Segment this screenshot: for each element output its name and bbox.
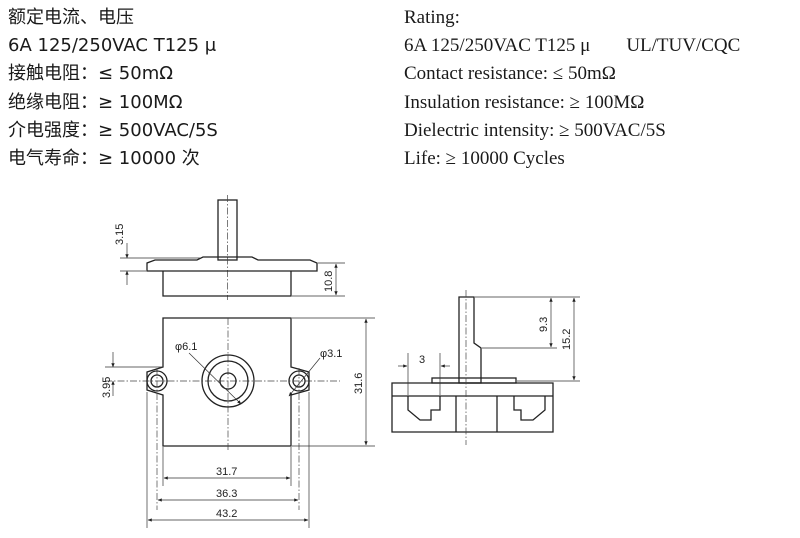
front-view: φ6.1 φ3.1 3.95 31.6 31.7 36.3 43.2 bbox=[101, 317, 375, 528]
spec-rating-cn: 额定电流、电压 bbox=[8, 7, 134, 28]
dim-width-holes: 36.3 bbox=[216, 488, 237, 500]
mount-hole-left bbox=[150, 374, 164, 388]
dim-width-total: 43.2 bbox=[216, 508, 237, 520]
dim-hole-offset: 3.95 bbox=[101, 377, 113, 398]
side-view-top: 3.15 10.8 bbox=[114, 195, 345, 300]
spec-insulation-en: Insulation resistance: ≥ 100MΩ bbox=[404, 91, 645, 113]
body-side-outline bbox=[391, 382, 554, 433]
dim-center-hole: φ6.1 bbox=[175, 341, 197, 353]
spec-insulation-cn: 绝缘电阻：≥ 100MΩ bbox=[8, 91, 183, 113]
mount-hole-right bbox=[292, 374, 306, 388]
spec-rating-value-row: 6A 125/250VAC T125 μ UL/TUV/CQC bbox=[404, 32, 740, 60]
dim-width-inner: 31.7 bbox=[216, 466, 237, 478]
spec-list-chinese: 额定电流、电压 6A 125/250VAC T125 μ 接触电阻：≤ 50mΩ… bbox=[8, 4, 218, 173]
dim-body-depth: 31.6 bbox=[353, 373, 365, 394]
body-outline bbox=[162, 271, 292, 297]
spec-life-cn: 电气寿命：≥ 10000 次 bbox=[8, 148, 200, 170]
dim-shaft-len: 15.2 bbox=[561, 329, 573, 350]
center-boss-inner bbox=[207, 360, 249, 402]
spec-dielectric-cn: 介电强度：≥ 500VAC/5S bbox=[8, 119, 218, 141]
terminal-left bbox=[407, 396, 441, 421]
dim-shaft-flat: 9.3 bbox=[538, 317, 550, 332]
dim-shaft-top: 3.15 bbox=[114, 224, 126, 245]
spec-contact-cn: 接触电阻：≤ 50mΩ bbox=[8, 63, 173, 85]
dim-flange: 3 bbox=[419, 354, 425, 366]
shaft-side-outline bbox=[458, 296, 482, 384]
spec-list-english: Rating: 6A 125/250VAC T125 μ UL/TUV/CQC C… bbox=[404, 4, 740, 173]
dim-mount-hole: φ3.1 bbox=[320, 348, 342, 360]
side-view-right: 3 9.3 15.2 bbox=[391, 290, 580, 445]
spec-rating-value-cn: 6A 125/250VAC T125 μ bbox=[8, 35, 217, 57]
shaft-collar bbox=[431, 377, 517, 384]
spec-rating-value-en: 6A 125/250VAC T125 μ bbox=[404, 35, 591, 57]
flange-outline bbox=[146, 256, 318, 272]
spec-certifications: UL/TUV/CQC bbox=[626, 35, 741, 57]
dim-body-height: 10.8 bbox=[323, 271, 335, 292]
spec-dielectric-en: Dielectric intensity: ≥ 500VAC/5S bbox=[404, 119, 666, 141]
mount-hole-right-outer bbox=[288, 370, 310, 392]
shaft-hole bbox=[219, 372, 237, 390]
mount-hole-left-outer bbox=[146, 370, 168, 392]
center-boss-outer bbox=[201, 354, 255, 408]
terminal-right bbox=[513, 396, 546, 421]
spec-rating-en: Rating: bbox=[404, 7, 460, 28]
spec-contact-en: Contact resistance: ≤ 50mΩ bbox=[404, 63, 616, 85]
spec-life-en: Life: ≥ 10000 Cycles bbox=[404, 148, 565, 170]
body-front-outline bbox=[146, 317, 310, 447]
